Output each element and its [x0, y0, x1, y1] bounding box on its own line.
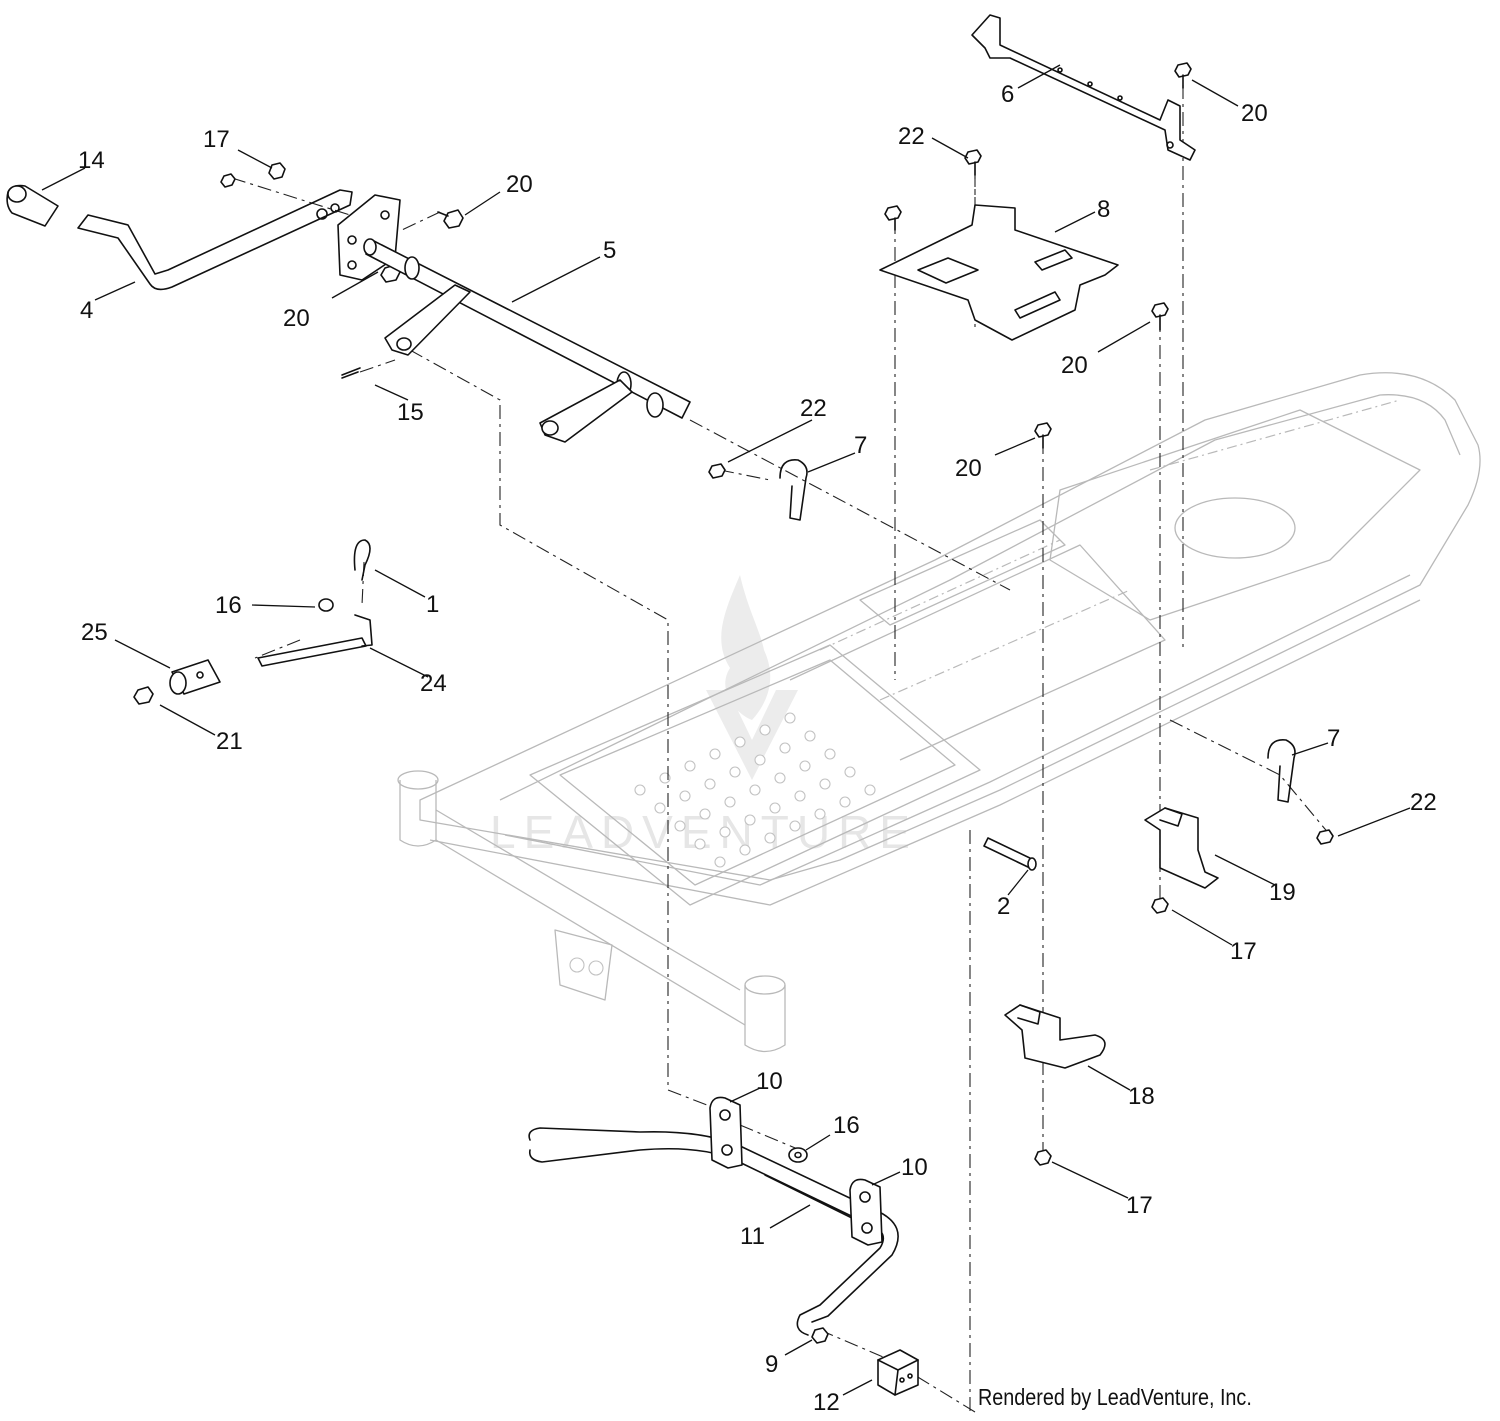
callout-19: 19 [1269, 879, 1296, 906]
callout-22: 22 [1410, 789, 1437, 816]
part-10-plate-right [849, 1178, 883, 1246]
callout-17: 17 [203, 126, 230, 153]
callout-labels: 14 17 20 4 20 5 15 6 20 22 8 20 22 7 20 … [78, 81, 1437, 1416]
part-22-bolt-upper [964, 149, 982, 176]
part-7-clip-upper [779, 459, 808, 521]
part-6-bracket [971, 14, 1196, 161]
part-16-washer-upper [318, 598, 334, 612]
callout-10: 10 [756, 1068, 783, 1095]
part-20-bolt-upper [437, 209, 464, 229]
part-4-lever [77, 189, 353, 291]
callout-17: 17 [1230, 938, 1257, 965]
mower-frame [397, 372, 1481, 1053]
callout-4: 4 [80, 297, 93, 324]
part-17-nut-small [220, 173, 236, 188]
callout-16: 16 [215, 592, 242, 619]
part-22-bolt-right [1316, 829, 1334, 845]
callout-21: 21 [216, 728, 243, 755]
callout-14: 14 [78, 147, 105, 174]
part-21-bolt [133, 686, 154, 705]
part-12-block [877, 1349, 919, 1396]
callout-11: 11 [740, 1223, 765, 1250]
callout-7: 7 [1327, 725, 1340, 752]
part-20-bolt-right-top [1174, 62, 1192, 89]
callout-15: 15 [397, 399, 424, 426]
part-22-bolt-left [708, 463, 726, 479]
callout-17: 17 [1126, 1192, 1153, 1219]
leader-lines [41, 64, 1411, 1396]
callout-6: 6 [1001, 81, 1014, 108]
render-credit: Rendered by LeadVenture, Inc. [978, 1384, 1252, 1410]
part-9-nut [811, 1327, 829, 1344]
callout-20: 20 [1241, 100, 1268, 127]
part-14-handle-grip [6, 184, 59, 227]
callout-18: 18 [1128, 1083, 1155, 1110]
part-17-nut-lower [1034, 1149, 1052, 1166]
callout-20: 20 [1061, 352, 1088, 379]
footrest-holes [634, 712, 876, 868]
part-8-bracket [879, 204, 1119, 341]
callout-20: 20 [955, 455, 982, 482]
callout-1: 1 [426, 591, 439, 618]
part-16-washer-lower [788, 1147, 808, 1163]
callout-8: 8 [1097, 196, 1110, 223]
part-17-nut-right [1151, 897, 1169, 914]
part-bolt-8-left [884, 205, 902, 231]
callout-22: 22 [898, 123, 925, 150]
part-10-plate-left [709, 1096, 743, 1169]
part-19-bracket [1144, 807, 1219, 889]
callout-12: 12 [813, 1389, 840, 1416]
callout-25: 25 [81, 619, 108, 646]
callout-10: 10 [901, 1154, 928, 1181]
part-2-pin [983, 837, 1037, 871]
part-20-bolt-mid [1151, 302, 1169, 331]
callout-24: 24 [420, 670, 447, 697]
callout-9: 9 [765, 1351, 778, 1378]
part-17-nut [268, 162, 286, 180]
callout-7: 7 [854, 432, 867, 459]
callout-20: 20 [506, 171, 533, 198]
part-15-cotter [341, 367, 361, 379]
callout-16: 16 [833, 1112, 860, 1139]
part-24-rod [257, 614, 373, 667]
part-20-bolt-center [1034, 422, 1052, 449]
callout-20: 20 [283, 305, 310, 332]
part-18-bracket [1004, 1004, 1106, 1069]
part-7-clip-lower [1267, 739, 1296, 803]
part-1-hairpin [353, 539, 371, 581]
callout-5: 5 [603, 237, 616, 264]
callout-2: 2 [997, 893, 1010, 920]
part-25-collar [169, 659, 221, 695]
callout-22: 22 [800, 395, 827, 422]
part-5-shaft [363, 238, 691, 443]
